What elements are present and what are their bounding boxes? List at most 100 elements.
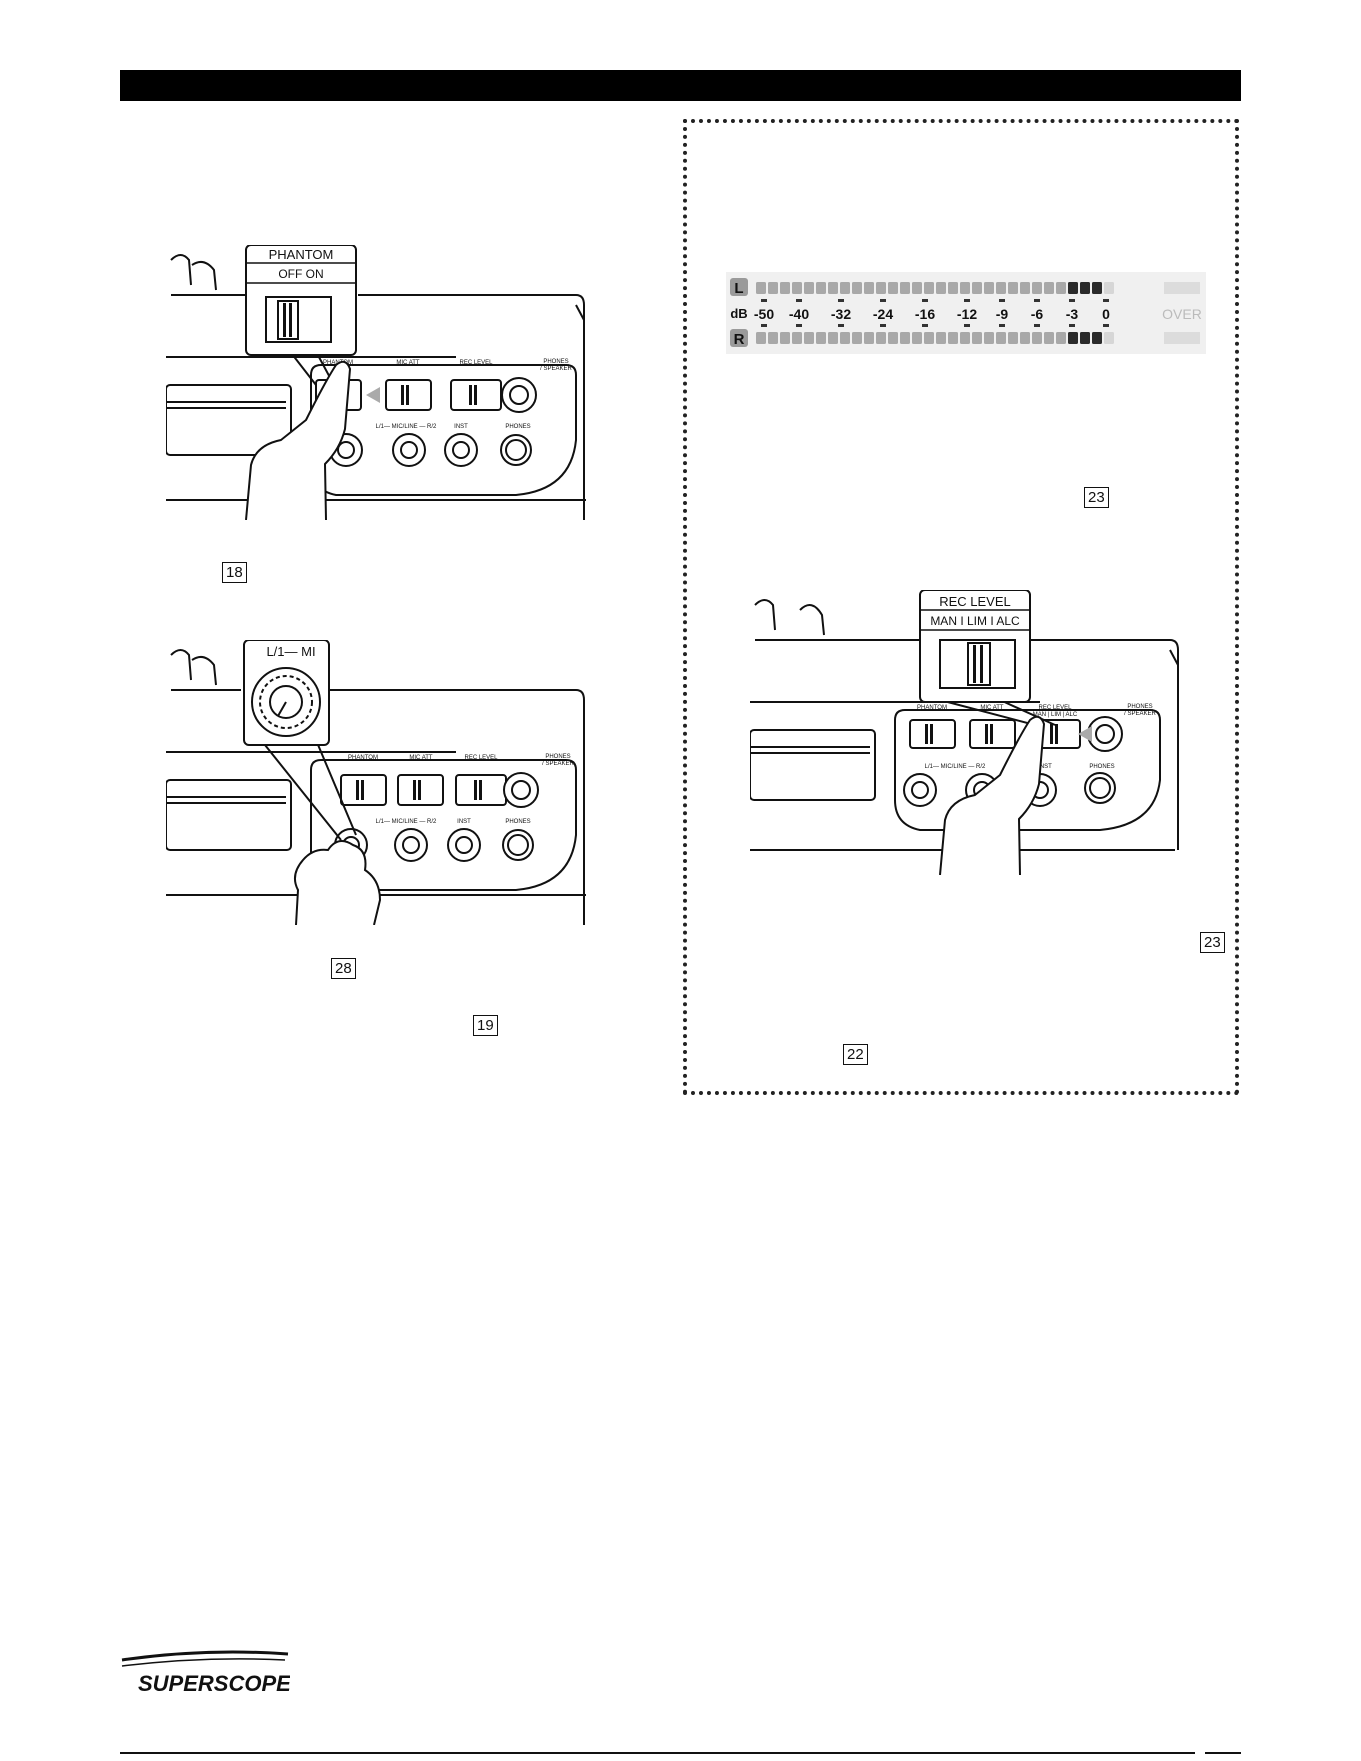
meter-segment <box>1080 332 1090 344</box>
meter-segment <box>816 282 826 294</box>
meter-segment <box>1008 332 1018 344</box>
meter-segment <box>972 282 982 294</box>
meter-segment <box>1044 332 1054 344</box>
meter-segments-left <box>756 282 1114 294</box>
svg-text:/ SPEAKER: / SPEAKER <box>1124 711 1156 717</box>
meter-scale-tick <box>1034 324 1040 327</box>
svg-text:L/1— MIC/LINE — R/2: L/1— MIC/LINE — R/2 <box>925 764 986 770</box>
meter-scale-tick <box>922 324 928 327</box>
meter-segment <box>756 282 766 294</box>
meter-segment <box>936 332 946 344</box>
meter-scale-tick <box>796 299 802 302</box>
footer-rule <box>120 1752 1195 1754</box>
meter-segment <box>1032 332 1042 344</box>
meter-left-label: L <box>734 280 743 297</box>
meter-segment <box>768 282 778 294</box>
svg-text:MIC ATT: MIC ATT <box>409 755 433 761</box>
meter-segment <box>864 332 874 344</box>
meter-segment <box>816 332 826 344</box>
note-panel <box>683 119 1239 1095</box>
meter-scale-label: -6 <box>1031 306 1044 322</box>
meter-segment <box>840 282 850 294</box>
meter-segment <box>996 332 1006 344</box>
rec-level-switch-illustration: PHANTOM MIC ATT REC LEVEL MAN | LIM | AL… <box>750 590 1179 875</box>
meter-segment <box>948 332 958 344</box>
meter-right-label: R <box>734 331 745 348</box>
meter-segment <box>1080 282 1090 294</box>
svg-text:PHANTOM: PHANTOM <box>917 705 947 711</box>
header-bar <box>120 70 1241 101</box>
page-ref: 23 <box>1084 487 1109 508</box>
svg-text:PHONES: PHONES <box>1089 764 1114 770</box>
meter-scale-tick <box>964 299 970 302</box>
page-ref: 18 <box>222 562 247 583</box>
page-ref: 28 <box>331 958 356 979</box>
svg-text:PHONES: PHONES <box>543 359 568 365</box>
meter-scale-label: -9 <box>996 306 1009 322</box>
meter-segment <box>756 332 766 344</box>
meter-segment <box>912 282 922 294</box>
meter-segment <box>900 282 910 294</box>
meter-segment <box>924 282 934 294</box>
meter-scale-tick <box>1034 299 1040 302</box>
svg-text:MAN | LIM | ALC: MAN | LIM | ALC <box>1033 712 1078 718</box>
svg-text:MIC ATT: MIC ATT <box>980 705 1004 711</box>
meter-segment <box>924 332 934 344</box>
meter-scale-tick <box>761 324 767 327</box>
meter-segment <box>804 282 814 294</box>
meter-segment <box>948 282 958 294</box>
meter-scale-label: -32 <box>831 306 851 322</box>
meter-segment <box>960 282 970 294</box>
meter-scale-tick <box>999 324 1005 327</box>
svg-text:REC LEVEL: REC LEVEL <box>939 594 1011 609</box>
meter-segment <box>1032 282 1042 294</box>
meter-segment <box>1068 282 1078 294</box>
meter-segment <box>1056 332 1066 344</box>
meter-segment <box>984 332 994 344</box>
svg-text:SUPERSCOPE.: SUPERSCOPE. <box>138 1671 290 1696</box>
svg-text:PHANTOM: PHANTOM <box>348 755 378 761</box>
meter-segment <box>852 282 862 294</box>
svg-text:/ SPEAKER: / SPEAKER <box>540 366 572 372</box>
meter-scale-label: 0 <box>1102 306 1110 322</box>
meter-segment <box>984 282 994 294</box>
meter-segment <box>1092 282 1102 294</box>
svg-text:/ SPEAKER: / SPEAKER <box>542 761 574 767</box>
meter-segment <box>792 332 802 344</box>
svg-text:INST: INST <box>454 424 468 430</box>
meter-scale-label: -24 <box>873 306 893 322</box>
svg-text:PHANTOM: PHANTOM <box>269 247 334 262</box>
meter-scale-tick <box>761 299 767 302</box>
meter-segment <box>1056 282 1066 294</box>
meter-segment <box>1104 282 1114 294</box>
meter-scale-tick <box>964 324 970 327</box>
meter-segments-right <box>756 332 1114 344</box>
meter-segment <box>864 282 874 294</box>
svg-text:PHONES: PHONES <box>505 424 530 430</box>
svg-text:REC LEVEL: REC LEVEL <box>1038 705 1072 711</box>
meter-scale-tick <box>1103 324 1109 327</box>
page-ref: 22 <box>843 1044 868 1065</box>
meter-segment <box>840 332 850 344</box>
meter-segment <box>780 332 790 344</box>
meter-scale-tick <box>999 299 1005 302</box>
meter-segment <box>972 332 982 344</box>
meter-segment <box>828 332 838 344</box>
input-knob-illustration: PHANTOM MIC ATT REC LEVEL PHONES / SPEAK… <box>166 640 586 925</box>
meter-scale-tick <box>838 324 844 327</box>
meter-scale-tick <box>1069 299 1075 302</box>
svg-text:INST: INST <box>457 819 471 825</box>
meter-scale-label: -16 <box>915 306 935 322</box>
meter-segment <box>996 282 1006 294</box>
svg-text:REC LEVEL: REC LEVEL <box>459 360 493 366</box>
meter-over-label: OVER <box>1162 306 1202 322</box>
meter-segment <box>888 282 898 294</box>
meter-segment <box>768 332 778 344</box>
meter-segment <box>912 332 922 344</box>
meter-segment <box>1068 332 1078 344</box>
meter-scale-tick <box>880 324 886 327</box>
meter-scale-tick <box>880 299 886 302</box>
meter-scale-tick <box>838 299 844 302</box>
svg-text:REC LEVEL: REC LEVEL <box>464 755 498 761</box>
